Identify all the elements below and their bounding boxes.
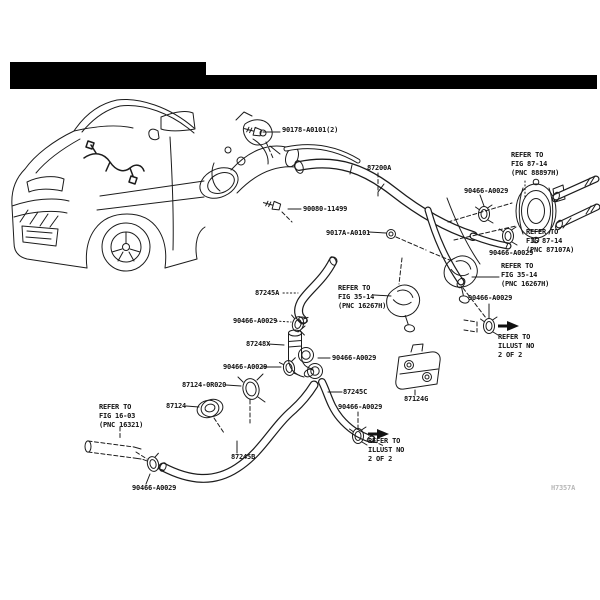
direction-arrow-icon (368, 429, 389, 439)
joint-87248X-sketch (288, 329, 315, 378)
bracket-87124G-sketch (395, 343, 441, 390)
grommet-87124-sketch (196, 398, 224, 419)
label-hose-87245A: 87245A (255, 289, 280, 297)
label-bolt-90178: 90178-A0101(2) (282, 126, 339, 134)
water-pipe-87200A-sketch (283, 144, 512, 250)
hose-clamp-icon (475, 204, 494, 224)
redacted-title-bar-top (10, 62, 206, 75)
label-hose-87245C: 87245C (343, 388, 368, 396)
label-pipe-87200A: 87200A (367, 164, 392, 172)
label-joint-87248X: 87248X (246, 340, 271, 348)
label-clamp-90466-l1: 90466-A0029 (233, 317, 278, 325)
hose-87245B-sketch (158, 380, 319, 483)
label-refer-pnc-16321: REFER TO FIG 16-03 (PNC 16321) (99, 403, 144, 429)
label-bracket-87124G: 87124G (404, 395, 429, 403)
illustration-code: H7357A (551, 484, 576, 492)
leader-lines (119, 131, 572, 485)
heater-pipes-right-sketch (552, 175, 600, 231)
label-clamp-90466-r1: 90466-A0029 (464, 187, 509, 195)
redacted-title-bar-main (10, 75, 597, 89)
assembly-alignment-lines (135, 141, 517, 460)
heater-pipe-down-sketch (424, 197, 481, 289)
label-clamp-87124-0R020: 87124-0R020 (182, 381, 227, 389)
label-bolt-90080: 90080-11499 (303, 205, 348, 213)
bolt-icon (261, 198, 282, 212)
bolt-icon (242, 124, 263, 138)
label-refer-illust-right: REFER TO ILLUST NO 2 OF 2 (498, 333, 535, 359)
label-clamp-90466-b1: 90466-A0029 (132, 484, 177, 492)
engine-assembly-sketch (199, 111, 299, 199)
hose-clamp-icon (480, 316, 499, 336)
label-refer-pnc-88897H: REFER TO FIG 87-14 (PNC 88897H) (511, 151, 560, 177)
label-clamp-90466-r3: 90466-A0029 (468, 294, 513, 302)
vehicle-sketch (11, 98, 206, 272)
hose-87245C-sketch (318, 378, 376, 443)
label-clamp-90466-b2: 90466-A0029 (338, 403, 383, 411)
hose-clamp-icon (278, 357, 300, 379)
label-refer-illust-bottom: REFER TO ILLUST NO 2 OF 2 (368, 437, 405, 463)
engine-harness-sketch (83, 140, 145, 185)
stub-pipe-left-sketch (84, 440, 142, 460)
heater-core-sketch (515, 178, 566, 244)
label-grommet-87124: 87124 (166, 402, 187, 410)
direction-arrow-icon (498, 321, 519, 331)
label-refer-pnc-87107A: REFER TO FIG 87-14 (PNC 87107A) (526, 228, 575, 254)
label-hose-87245B: 87245B (231, 453, 256, 461)
label-refer-pnc-16267H-r: REFER TO FIG 35-14 (PNC 16267H) (501, 262, 550, 288)
label-clamp-90466-m1: 90466-A0029 (332, 354, 377, 362)
label-refer-pnc-16267H-l: REFER TO FIG 35-14 (PNC 16267H) (338, 284, 387, 310)
label-nut-9017A: 9017A-A0101 (326, 229, 371, 237)
clamp-87124-0R020-sketch (237, 373, 266, 403)
o-ring-icons (298, 347, 323, 379)
water-valve-left-sketch (382, 282, 423, 334)
label-clamp-90466-l2: 90466-A0029 (223, 363, 268, 371)
hose-87245A-sketch (294, 256, 338, 325)
label-clamp-90466-r2: 90466-A0029 (489, 249, 534, 257)
nut-icon (386, 229, 396, 239)
stub-pipe-right-sketch (463, 319, 478, 333)
